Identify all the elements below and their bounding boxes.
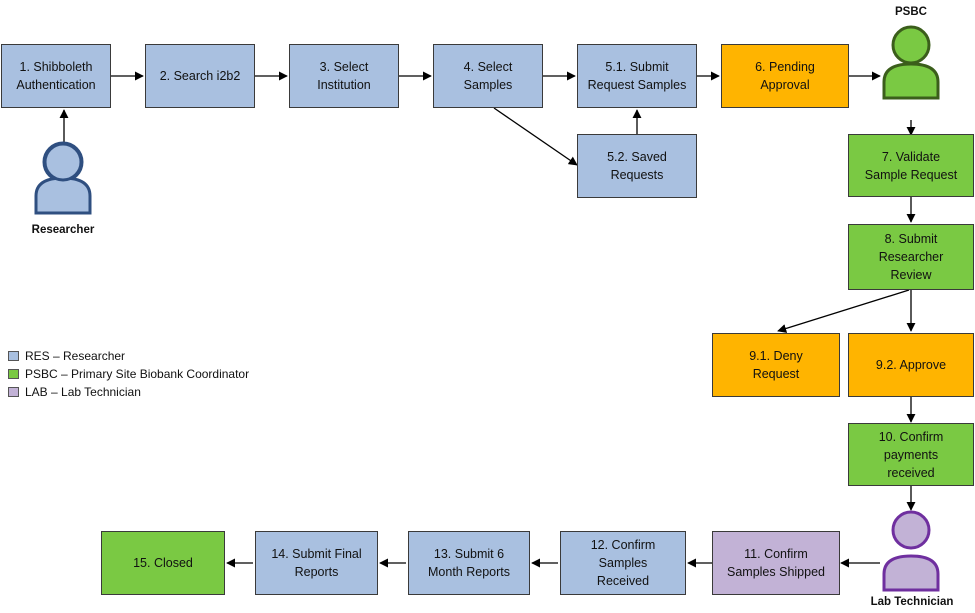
step-10-confirm-payments-received: 10. Confirm payments received (848, 423, 974, 486)
arrow-8-91 (777, 289, 910, 333)
legend-item-lab: LAB – Lab Technician (8, 385, 141, 399)
step-11-confirm-samples-shipped: 11. Confirm Samples Shipped (712, 531, 840, 595)
legend-swatch-psbc (8, 369, 19, 379)
step-2-search-i2b2: 2. Search i2b2 (145, 44, 255, 108)
step-9-2-approve: 9.2. Approve (848, 333, 974, 397)
lab-actor-icon (882, 510, 940, 592)
legend-swatch-lab (8, 387, 19, 397)
step-5-1-submit-request-samples: 5.1. Submit Request Samples (577, 44, 697, 108)
step-6-pending-approval: 6. Pending Approval (721, 44, 849, 108)
step-5-2-saved-requests: 5.2. Saved Requests (577, 134, 697, 198)
legend-item-psbc: PSBC – Primary Site Biobank Coordinator (8, 367, 249, 381)
step-13-submit-6-month-reports: 13. Submit 6 Month Reports (408, 531, 530, 595)
step-7-validate-sample-request: 7. Validate Sample Request (848, 134, 974, 197)
legend-text-psbc: PSBC – Primary Site Biobank Coordinator (25, 367, 250, 381)
researcher-actor-icon (34, 141, 92, 215)
step-15-closed: 15. Closed (101, 531, 225, 595)
step-4-select-samples: 4. Select Samples (433, 44, 543, 108)
legend-text-lab: LAB – Lab Technician (25, 385, 141, 399)
step-8-submit-researcher-review: 8. Submit Researcher Review (848, 224, 974, 290)
legend-swatch-res (8, 351, 19, 361)
step-12-confirm-samples-received: 12. Confirm Samples Received (560, 531, 686, 595)
step-3-select-institution: 3. Select Institution (289, 44, 399, 108)
legend-text-res: RES – Researcher (25, 349, 126, 363)
step-9-1-deny-request: 9.1. Deny Request (712, 333, 840, 397)
psbc-actor-icon (882, 25, 940, 100)
lab-technician-label: Lab Technician (870, 596, 954, 608)
step-1-shibboleth-authentication: 1. Shibboleth Authentication (1, 44, 111, 108)
arrow-4-52 (493, 107, 578, 166)
legend-item-res: RES – Researcher (8, 349, 125, 363)
researcher-label: Researcher (31, 224, 95, 236)
step-14-submit-final-reports: 14. Submit Final Reports (255, 531, 378, 595)
psbc-label: PSBC (895, 6, 927, 18)
